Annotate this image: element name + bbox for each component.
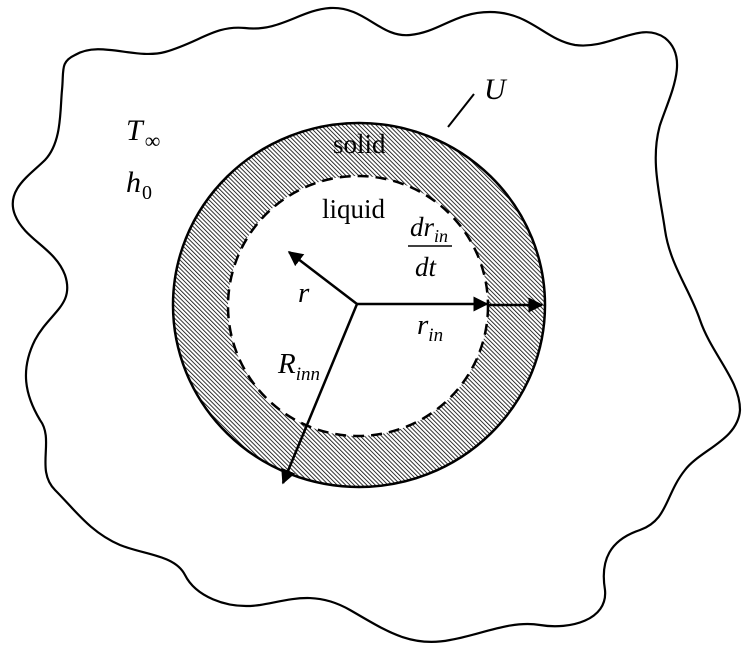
- liquid-core: [228, 176, 488, 436]
- liquid-label: liquid: [322, 194, 386, 224]
- u-leader-line: [447, 93, 475, 128]
- outer-wavy-boundary: [11, 6, 742, 644]
- r-inn-arrow: [281, 303, 359, 485]
- radius-r-label: r: [298, 277, 310, 309]
- velocity-label: U: [484, 73, 508, 106]
- dr-in-numerator-label: drin: [410, 212, 448, 246]
- ambient-temperature-label: T∞: [126, 114, 160, 153]
- solid-label: solid: [333, 129, 386, 159]
- dt-denominator-label: dt: [415, 252, 438, 282]
- heat-transfer-coefficient-label: h0: [126, 166, 152, 204]
- radius-r-in-label: rin: [417, 309, 443, 346]
- radius-r-inn-label: Rinn: [277, 348, 320, 385]
- r-arrow: [287, 251, 358, 305]
